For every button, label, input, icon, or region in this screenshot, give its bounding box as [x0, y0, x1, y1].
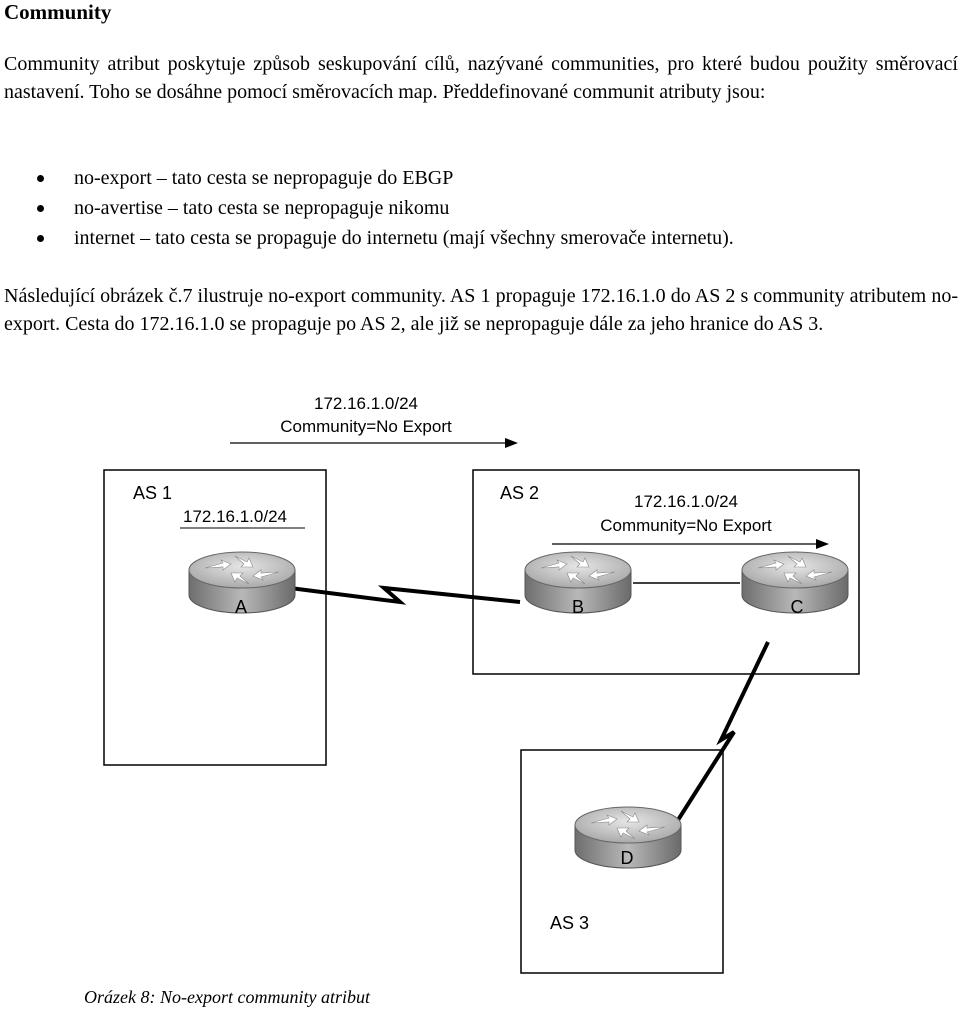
list-item: internet – tato cesta se propaguje do in…	[0, 223, 940, 253]
as2-label: AS 2	[500, 483, 539, 503]
as2-community: Community=No Export	[600, 516, 772, 535]
bullet-icon	[37, 175, 44, 182]
bullet-icon	[37, 205, 44, 212]
section-heading: Community	[4, 0, 112, 24]
figure-description-paragraph: Následující obrázek č.7 ilustruje no-exp…	[4, 285, 958, 335]
as2-prefix: 172.16.1.0/24	[634, 492, 738, 511]
no-export-diagram: 172.16.1.0/24 Community=No Export AS 1 1…	[103, 394, 860, 974]
router-a-label: A	[235, 597, 247, 617]
bullet-icon	[37, 235, 44, 242]
list-item: no-export – tato cesta se nepropaguje do…	[0, 163, 940, 193]
top-propagation-arrow	[230, 438, 518, 448]
router-c-label: C	[791, 597, 804, 617]
intro-paragraph: Community atribut poskytuje způsob sesku…	[4, 53, 958, 103]
community-attribute-list: no-export – tato cesta se nepropaguje do…	[0, 163, 940, 253]
as1-box	[103, 469, 327, 766]
router-d-label: D	[621, 848, 634, 868]
router-b-label: B	[572, 597, 584, 617]
as2-propagation-arrow	[552, 539, 829, 549]
as1-label: AS 1	[133, 483, 172, 503]
top-arrow-prefix: 172.16.1.0/24	[314, 394, 418, 413]
list-item: no-avertise – tato cesta se nepropaguje …	[0, 193, 940, 223]
serial-link-c-d	[676, 641, 770, 822]
as3-label: AS 3	[550, 913, 589, 933]
top-arrow-community: Community=No Export	[280, 417, 452, 436]
serial-link-a-b	[289, 585, 521, 605]
as1-prefix: 172.16.1.0/24	[183, 507, 287, 526]
figure-caption: Orázek 8: No-export community atribut	[84, 987, 370, 1007]
